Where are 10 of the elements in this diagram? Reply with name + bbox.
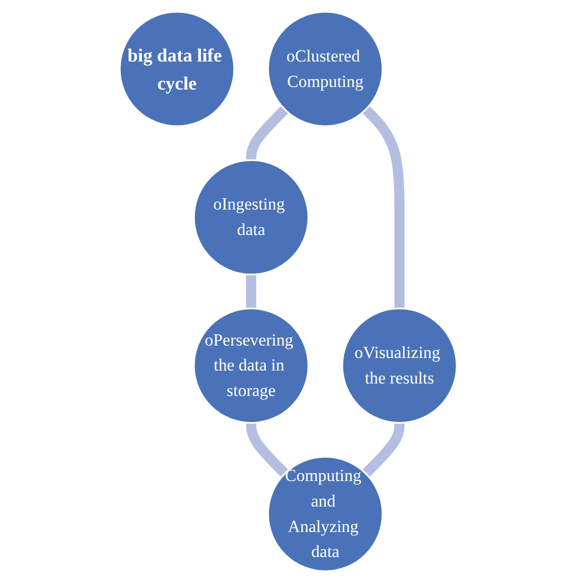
connector: [362, 420, 404, 478]
node-circle: oVisualizing the results: [341, 308, 458, 424]
node-circle: oIngesting data: [192, 159, 309, 276]
node-circle: oClustered Computing: [267, 10, 384, 128]
node-circle: big data life cycle: [118, 10, 235, 128]
node-circle: Computing and Analyzing data: [267, 456, 384, 572]
connector: [246, 106, 288, 162]
node-circle: oPersevering the data in storage: [192, 308, 309, 424]
connector: [362, 106, 404, 311]
connector: [246, 420, 288, 478]
